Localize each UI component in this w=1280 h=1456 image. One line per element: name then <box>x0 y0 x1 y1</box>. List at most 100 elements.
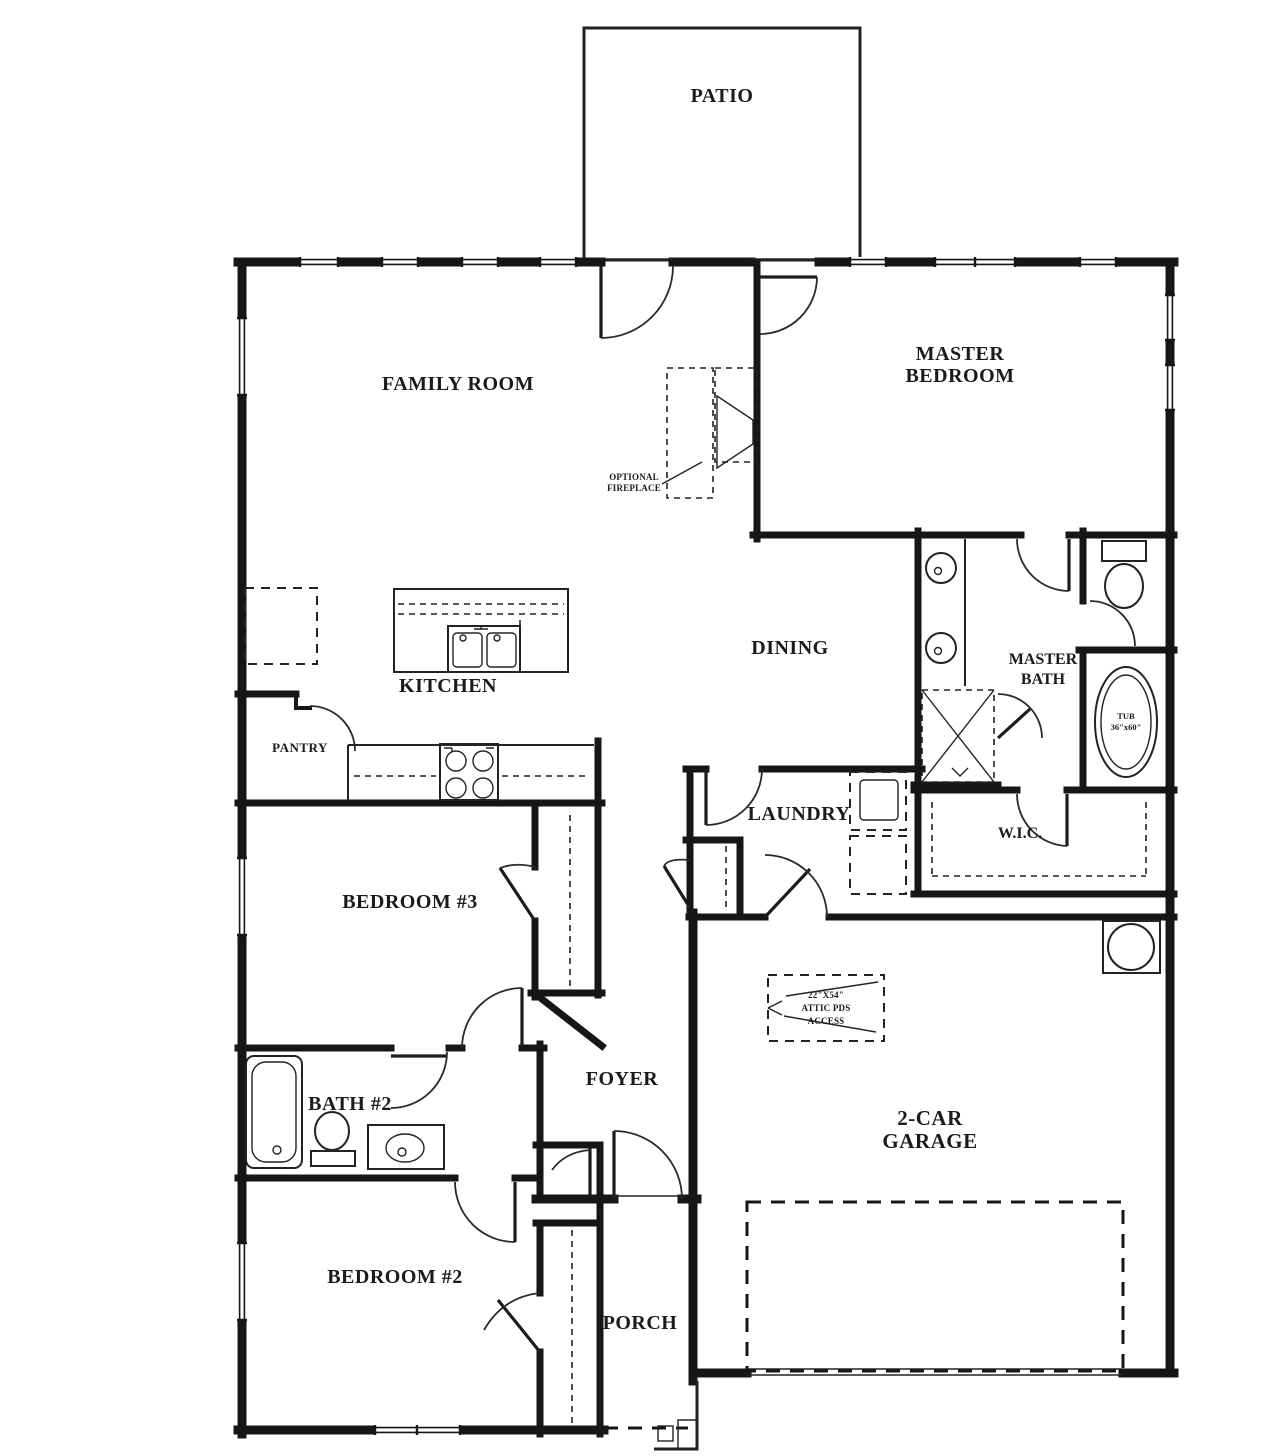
window <box>373 1425 462 1435</box>
room-label-master-bath-2: BATH <box>1021 671 1066 688</box>
room-label-garage-2: GARAGE <box>882 1129 977 1153</box>
sink-drain-right <box>493 634 501 642</box>
window <box>848 257 888 267</box>
kitchen-island <box>393 588 569 673</box>
room-label-bedroom3: BEDROOM #3 <box>342 891 478 913</box>
annotations: OPTIONAL FIREPLACE 22"X54" ATTIC PDS ACC… <box>607 472 1141 1026</box>
room-label-family-room: FAMILY ROOM <box>382 373 534 395</box>
room-label-master-bath-1: MASTER <box>1009 651 1078 668</box>
window <box>1165 293 1175 342</box>
window <box>460 257 500 267</box>
garage-door <box>745 1200 1125 1373</box>
window <box>380 257 420 267</box>
room-label-foyer: FOYER <box>586 1068 659 1090</box>
door-patio-master <box>759 275 818 335</box>
label-tub-2: 36"x60" <box>1111 722 1142 732</box>
fireplace-leader <box>661 461 703 485</box>
shower-x <box>921 689 995 783</box>
vanity-sink <box>925 632 957 664</box>
door-patio-family <box>599 265 674 339</box>
room-labels: PATIO FAMILY ROOM MASTER BEDROOM DINING … <box>272 85 1078 1334</box>
steps-mid <box>677 1419 697 1449</box>
porch-steps <box>604 1381 699 1451</box>
washer-inner <box>859 779 899 821</box>
bath2-sink-drain <box>397 1147 407 1157</box>
label-tub-1: TUB <box>1117 711 1135 721</box>
window <box>1078 257 1118 267</box>
sink-faucet <box>474 625 488 630</box>
wall-hall-closet <box>682 836 744 921</box>
steps-inner <box>657 1425 674 1442</box>
stove <box>439 743 499 801</box>
laundry-fixtures <box>849 771 907 895</box>
bath2-vanity <box>367 1124 445 1170</box>
washer <box>849 771 907 831</box>
burner <box>472 750 494 772</box>
door-toilet-room <box>1089 600 1136 647</box>
room-label-master-bedroom-2: BEDROOM <box>905 365 1014 387</box>
door-master-bath <box>1016 538 1071 592</box>
room-label-patio: PATIO <box>691 85 754 107</box>
door-garage-entry <box>763 854 828 919</box>
garage-fixtures <box>745 920 1161 1373</box>
windows <box>237 257 1175 1435</box>
shower <box>921 689 995 783</box>
window <box>298 257 340 267</box>
door-sills <box>601 258 1123 1376</box>
wic-shelves <box>931 802 1147 877</box>
vanity-sink <box>925 552 957 584</box>
island-counter-dash <box>398 603 564 615</box>
tub-inner <box>1100 674 1152 770</box>
bath2-tub-inner <box>251 1061 297 1163</box>
label-attic-3: ACCESS <box>808 1016 845 1026</box>
wall-toilet-room <box>1075 527 1178 794</box>
firebox <box>716 394 754 470</box>
door-coat-closet <box>551 1148 592 1196</box>
burner <box>445 750 467 772</box>
bath2-sink <box>385 1133 425 1163</box>
master-bath-fixtures <box>921 539 1158 783</box>
door-bedroom2 <box>454 1181 517 1243</box>
water-heater-platform <box>1102 920 1161 974</box>
kitchen-counter <box>347 744 594 800</box>
attic-arrow <box>767 1000 783 1016</box>
doors <box>309 265 1136 1354</box>
water-heater <box>1107 923 1155 971</box>
label-attic-1: 22"X54" <box>808 990 844 1000</box>
stove-knobs <box>444 747 494 752</box>
door-wic <box>1016 793 1069 847</box>
room-label-dining: DINING <box>751 637 828 659</box>
window <box>933 257 1017 267</box>
door-laundry <box>704 768 763 826</box>
window <box>1165 363 1175 412</box>
door-front <box>612 1130 683 1200</box>
door-bath2 <box>390 1051 448 1109</box>
wall-bed3-closet <box>527 804 607 1051</box>
label-optional-fireplace-1: OPTIONAL <box>609 472 659 482</box>
sink-drain <box>933 566 943 576</box>
window <box>237 1241 247 1322</box>
room-label-bath2: BATH #2 <box>308 1093 392 1115</box>
bath2-tub <box>245 1055 303 1169</box>
room-label-kitchen: KITCHEN <box>399 675 497 697</box>
bath2-toilet-tank <box>310 1150 356 1167</box>
bath2-tub-drain <box>272 1145 282 1155</box>
door-bed2-closet <box>483 1292 542 1354</box>
label-optional-fireplace-2: FIREPLACE <box>607 483 661 493</box>
sink-drain-left <box>459 634 467 642</box>
door-shower <box>996 693 1043 740</box>
attic-leader-lines <box>783 981 879 1033</box>
room-label-pantry: PANTRY <box>272 740 328 755</box>
dryer <box>849 835 907 895</box>
refrigerator-space <box>244 587 318 665</box>
sink-drain <box>933 646 943 656</box>
door-bed3-closet <box>498 863 537 922</box>
fireplace <box>661 367 758 499</box>
toilet-tank <box>1101 540 1147 562</box>
window <box>237 856 247 937</box>
interior-walls <box>234 258 1178 1438</box>
room-label-garage-1: 2-CAR <box>897 1106 963 1130</box>
fireplace-box <box>714 367 758 463</box>
door-pantry <box>309 705 356 752</box>
